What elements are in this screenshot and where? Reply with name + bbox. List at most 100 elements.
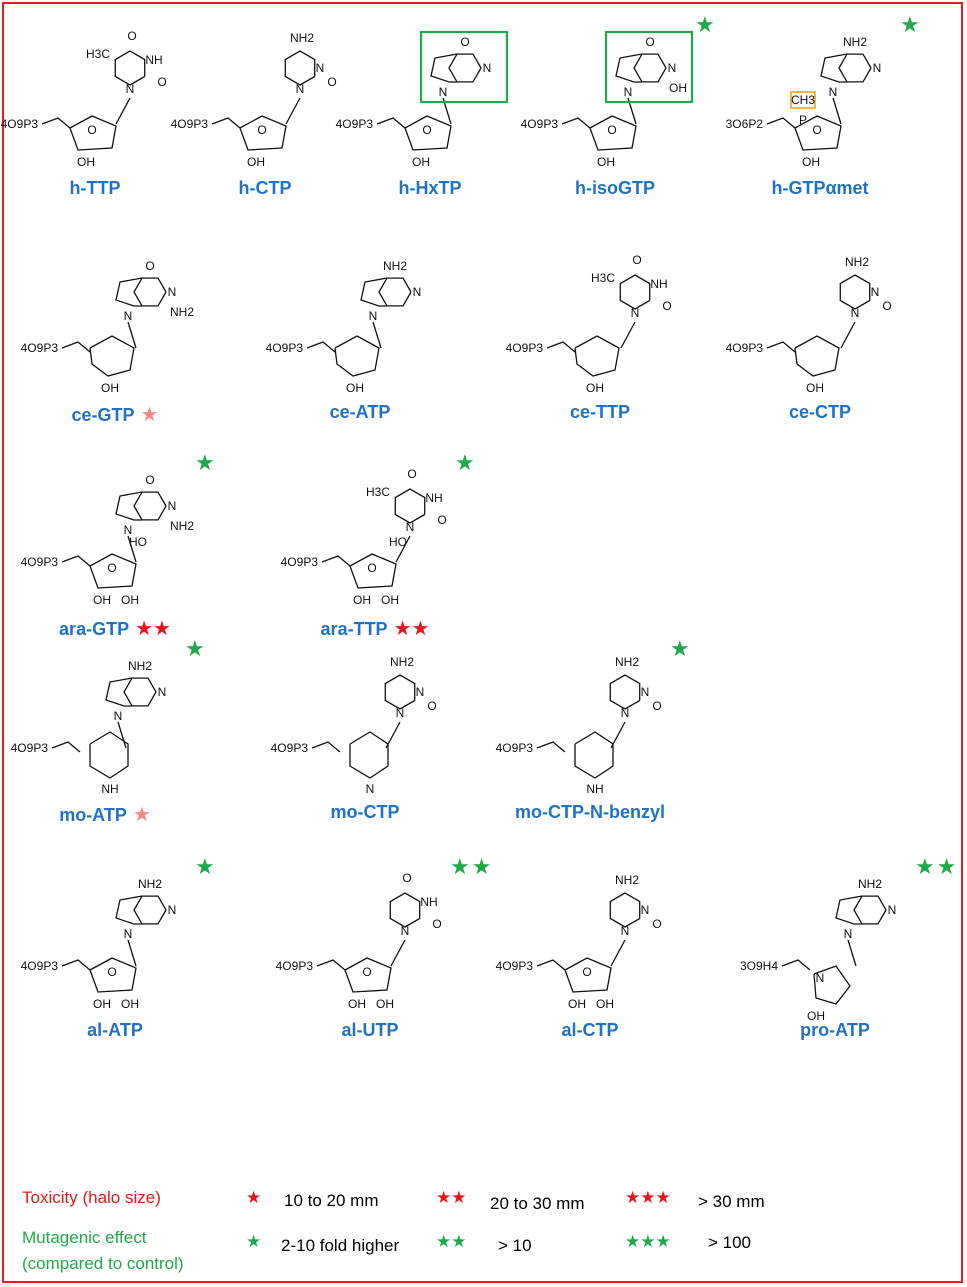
purine-five-ring <box>115 895 143 925</box>
hydroxyl-2-label: OH <box>381 593 399 607</box>
carbonyl-o-label: O <box>145 473 154 487</box>
glycosidic-bond <box>395 535 411 563</box>
hydroxyl-label: OH <box>247 155 265 169</box>
ch2-linker <box>321 555 351 567</box>
carbonyl-o2-label: O <box>432 917 441 931</box>
purine-five-ring <box>115 491 143 521</box>
compound-label: al-CTP <box>495 1020 685 1041</box>
legend-mut-3-text: > 100 <box>708 1233 752 1252</box>
purine-n9-label: N <box>124 523 133 537</box>
furanose-ring <box>404 115 452 151</box>
mutagenic-stars: ★ <box>195 854 217 879</box>
mutagenic-stars: ★ <box>455 450 477 475</box>
amino2-label: NH2 <box>170 305 194 319</box>
purine-five-ring <box>115 277 143 307</box>
amino-label: NH2 <box>615 655 639 669</box>
ring-o-label: O <box>107 561 116 575</box>
structure-drawing: NNOOHOOHH4O9P3 <box>520 30 694 169</box>
glycosidic-bond <box>847 939 857 967</box>
ring-n1-label: N <box>406 520 415 534</box>
toxicity-stars: ★★ <box>135 618 171 640</box>
purine-five-ring <box>360 277 388 307</box>
toxicity-stars: ★★ <box>393 618 430 640</box>
ring-n1-label: N <box>401 924 410 938</box>
amino-label: NH2 <box>858 877 882 891</box>
legend-mut-1-stars: ★ <box>246 1232 262 1251</box>
ring-n3-label: N <box>641 685 650 699</box>
carbonyl-o2-label: O <box>427 699 436 713</box>
hydroxyl-2-label: OH <box>376 997 394 1011</box>
hydroxyl-label: OH <box>807 1009 825 1020</box>
pyrimidine-ring <box>839 274 871 310</box>
ring-n3-label: N <box>316 61 325 75</box>
compound-ce-ctp: NNH2NOOHH4O9P3ce-CTP <box>725 252 915 442</box>
glycosidic-bond <box>127 321 137 349</box>
methyl-label: H3C <box>366 485 390 499</box>
compound-h-ttp: NONHOH3COOHH4O9P3h-TTP <box>0 28 190 218</box>
legend-mutagenic-title: Mutagenic effect <box>22 1228 147 1247</box>
structure-drawing: NONHOH3COOHH4O9P3 <box>0 29 167 169</box>
ara-ho-label: HO <box>389 535 407 549</box>
ring-o-label: O <box>422 123 431 137</box>
compound-al-ctp: NNH2NOOOHOHH4O9P3al-CTP <box>495 870 685 1060</box>
carbonyl-o2-label: O <box>662 299 671 313</box>
compound-label: h-isoGTP <box>520 178 710 199</box>
glycosidic-bond <box>390 939 406 967</box>
ring-o-label: O <box>87 123 96 137</box>
glycosidic-bond <box>117 721 127 749</box>
purine-n1-label: N <box>158 685 167 699</box>
glycosidic-bond <box>832 97 842 125</box>
compound-h-hxtp: NNOOOHH4O9P3h-HxTP <box>335 28 525 218</box>
methyl-label: H3C <box>591 271 615 285</box>
compound-name: ce-ATP <box>329 402 391 422</box>
glycosidic-bond <box>372 321 382 349</box>
compound-label: mo-ATP★ <box>10 802 200 827</box>
compound-name: mo-CTP <box>330 802 400 822</box>
structure-drawing: NNH2NONHH4O9P3 <box>495 655 662 796</box>
compound-name: al-ATP <box>87 1020 143 1040</box>
ring-n3-label: N <box>641 903 650 917</box>
morpholine-ring <box>349 731 389 779</box>
ring-n1-label: N <box>126 82 135 96</box>
compound-name: ara-TTP <box>320 619 388 639</box>
purine-five-ring <box>105 677 133 707</box>
compound-label: mo-CTP <box>270 802 460 823</box>
compound-name: pro-ATP <box>800 1020 870 1040</box>
compound-h-ctp: NNH2NOOOHH4O9P3h-CTP <box>170 28 360 218</box>
compound-name: al-UTP <box>341 1020 399 1040</box>
purine-n9-label: N <box>124 927 133 941</box>
compound-mo-ctp: NNH2NONBnH4O9P3mo-CTP <box>270 652 460 842</box>
compound-ce-gtp: NNONH2OHH4O9P3ce-GTP★ <box>20 252 210 442</box>
purine-six-ring <box>133 895 167 925</box>
carbonyl-o-label: O <box>632 253 641 267</box>
amino-label: NH2 <box>845 255 869 269</box>
ch2-linker <box>61 959 91 971</box>
imide-nh-label: NH <box>650 277 667 291</box>
ch2-linker <box>781 959 811 971</box>
hydroxyl-3-label: OH <box>93 997 111 1011</box>
purine-n1-label: N <box>873 61 882 75</box>
furanose-ring <box>89 957 137 993</box>
structure-drawing: NNH2NONBnH4O9P3 <box>270 655 437 802</box>
compound-label: al-ATP <box>20 1020 210 1041</box>
mutagenic-stars: ★★ <box>915 854 959 879</box>
hydroxyl-2-label: OH <box>121 997 139 1011</box>
compound-name: mo-ATP <box>59 805 127 825</box>
furanose-ring <box>69 115 117 151</box>
ch2-linker <box>316 959 346 971</box>
phosphate-label: O-P3O9H4 <box>740 959 778 973</box>
ring-o-label: O <box>257 123 266 137</box>
ring-o-label: O <box>582 965 591 979</box>
compound-name: al-CTP <box>561 1020 619 1040</box>
amino-label: NH2 <box>615 873 639 887</box>
imide-nh-label: NH <box>145 53 162 67</box>
purine-n9-label: N <box>844 927 853 941</box>
ch2-linker <box>306 341 336 353</box>
structure-drawing: NNONH2OOHOHHOH4O9P3 <box>20 473 194 607</box>
